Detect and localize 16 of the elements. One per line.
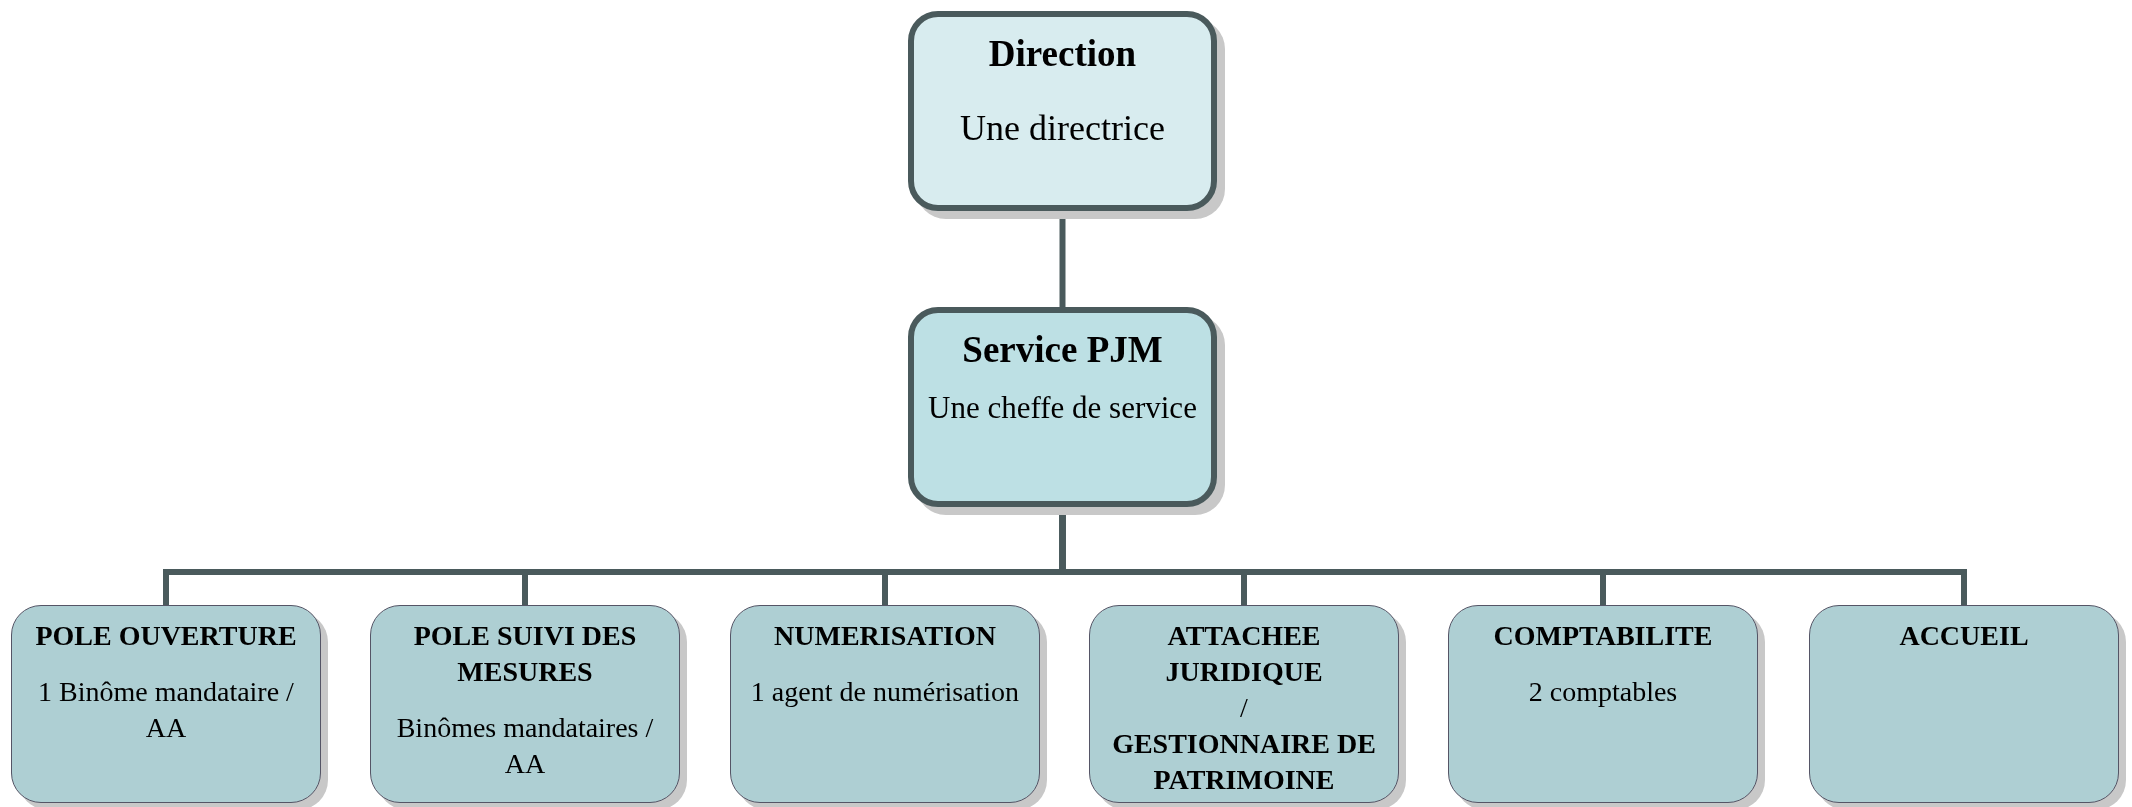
box-heading: Service PJM	[962, 331, 1163, 369]
box-text: Une cheffe de service	[928, 389, 1197, 427]
box-text: 1 Binôme mandataire / AA	[37, 675, 295, 745]
box-heading: POLE OUVERTURE	[35, 619, 297, 653]
box-text: 2 comptables	[1528, 675, 1678, 709]
box-text: 1 agent de numérisation	[750, 675, 1020, 709]
box-text: Une directrice	[960, 109, 1165, 147]
box-heading: ACCUEIL	[1899, 619, 2029, 653]
box-text: GESTIONNAIRE DE PATRIMOINE	[1111, 727, 1377, 797]
box-heading: COMPTABILITE	[1493, 619, 1713, 653]
box-heading: Direction	[988, 35, 1137, 73]
box-heading: NUMERISATION	[774, 619, 996, 653]
box-heading: POLE SUIVI DES MESURES	[412, 619, 638, 689]
box-text: Binômes mandataires / AA	[395, 711, 655, 781]
box-text: /	[1240, 691, 1248, 725]
box-heading: ATTACHEE JURIDIQUE	[1164, 619, 1324, 689]
